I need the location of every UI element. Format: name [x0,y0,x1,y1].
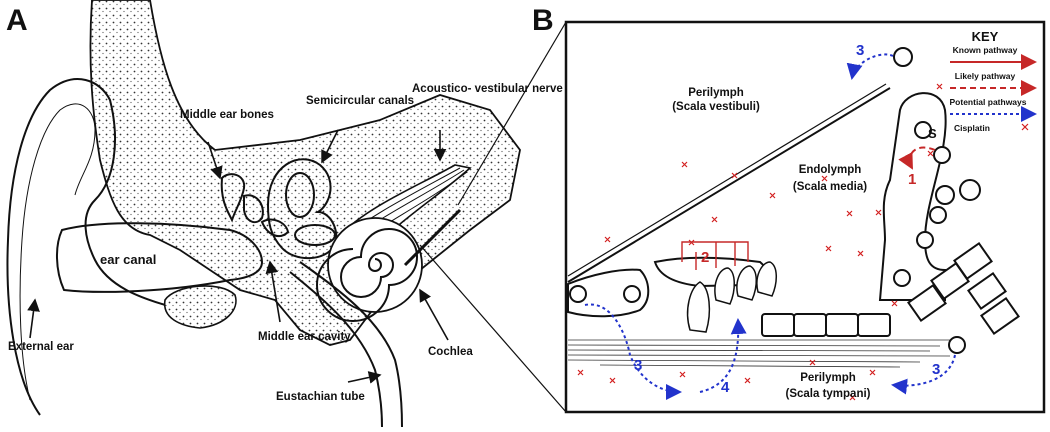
spiral-ligament [907,241,1020,336]
panel-letter-a: A [6,4,28,37]
perilymph-bottom-label: Perilymph [800,372,856,384]
key-potential-label: Potential pathways [950,97,1027,107]
pathway-number-3-right: 3 [932,361,940,378]
pathway-1-arrow [898,146,936,170]
eustachian-tube-arrow [347,371,382,384]
outer-ear-inner [19,103,96,401]
acoustico-nerve-label: Acoustico- vestibular nerve [412,83,563,95]
scala-media-label: (Scala media) [793,181,867,193]
panel-a: A [6,0,567,428]
ear-canal-shape [56,222,264,293]
key-likely-label: Likely pathway [955,71,1016,81]
reissner-membrane-inner [567,83,887,277]
cochlea-arrow [419,288,449,341]
cochlea-label: Cochlea [428,346,473,358]
pathway-2-bracket [681,241,749,270]
middle-ear-cavity-label: Middle ear cavity [258,331,351,343]
panel-b: B [532,4,1046,414]
semicircular-canals-arrow [321,129,339,164]
zoom-line-top [457,21,567,206]
pathway-number-4: 4 [721,379,730,396]
key-cisplatin-marker [1021,123,1029,131]
zoom-line-bottom [419,244,567,413]
middle-ear-cavity-arrow [265,260,281,323]
outer-ear [6,78,166,416]
key-cisplatin-label: Cisplatin [954,123,990,133]
endolymph-label: Endolymph [799,164,862,176]
middle-ear-bones-label: Middle ear bones [180,109,274,121]
eustachian-tube-shape [299,261,403,428]
key-title: KEY [972,29,999,44]
pathway-number-3-top: 3 [856,42,864,59]
pathway-3-right-arrow [891,354,956,395]
semicircular-canals-label: Semicircular canals [306,95,414,107]
stria-s-label: S [928,126,937,141]
pathway-number-1: 1 [908,171,916,188]
key-known-label: Known pathway [953,45,1018,55]
eustachian-tube-label: Eustachian tube [276,391,365,403]
pathway-3-top-arrow [846,53,894,80]
panel-letter-b: B [532,4,554,37]
pathway-number-3-left: 3 [634,357,642,374]
external-ear-arrow [27,298,40,339]
reissner-membrane [567,87,891,283]
basilar-membrane [567,339,960,368]
mastoid-fragment [164,285,237,329]
middle-ear-bones-arrow [207,141,223,180]
perilymph-top-label: Perilymph [688,87,744,99]
scala-tympani-label: (Scala tympani) [786,388,871,400]
external-ear-label: External ear [8,341,74,353]
claudius-cells [761,313,891,337]
spiral-limbus [567,268,650,318]
pathway-4-arrow [699,318,747,393]
pathway-number-2: 2 [701,249,709,266]
key-legend: KEY Known pathway Likely pathway Potenti… [950,29,1037,133]
ear-canal-label: ear canal [100,252,156,267]
capillaries [569,47,981,354]
cisplatin-markers [577,83,943,401]
eustachian-tube-wall [289,271,383,428]
external-ear-text: External ear [8,341,74,353]
cochlea-shape [316,208,462,322]
pathway-3-left-arrow [584,303,682,400]
hair-cells [686,261,777,333]
ossicles [220,173,290,238]
scala-vestibuli-label: (Scala vestibuli) [672,101,760,113]
semicircular-canals-shape [266,158,338,260]
